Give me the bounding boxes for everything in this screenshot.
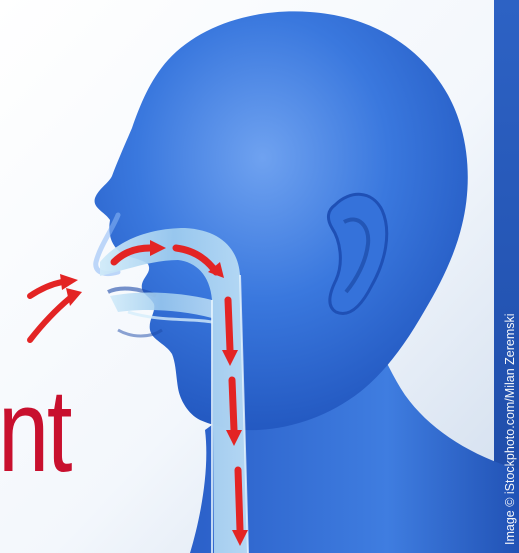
image-credit: Image © iStockphoto.com/Milan Zeremski — [504, 313, 517, 545]
airflow-arrow-icon — [232, 380, 234, 430]
airflow-arrow-icon — [228, 300, 230, 350]
headline-text-fragment: nt — [0, 372, 70, 490]
airflow-arrow-icon — [238, 470, 240, 530]
